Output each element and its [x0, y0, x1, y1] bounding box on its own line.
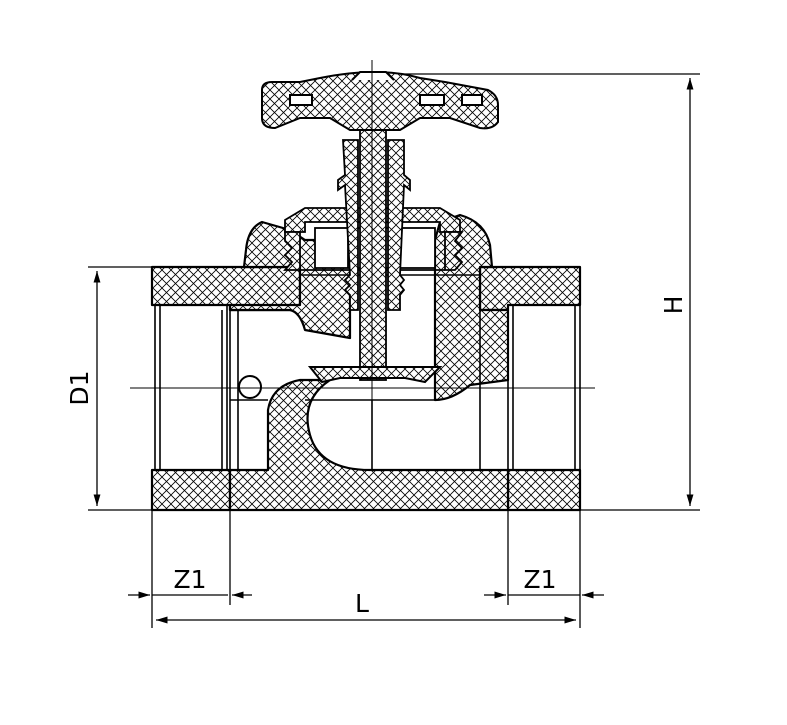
left-socket-bottom-wall [150, 468, 232, 512]
z1-right-label: Z1 [523, 565, 556, 594]
right-socket-bottom-wall [506, 468, 582, 512]
body-weir-bottom [228, 378, 510, 512]
dimension-lines [88, 73, 700, 628]
diameter-label: D1 [65, 370, 94, 405]
z1-left-label: Z1 [173, 565, 206, 594]
stem-nut-right [387, 139, 411, 311]
center-lines [130, 60, 595, 400]
right-thread [444, 231, 464, 271]
height-label: H [659, 296, 688, 315]
length-label: L [355, 589, 369, 618]
handwheel-body [261, 70, 499, 131]
handwheel [261, 70, 499, 131]
diaphragm [307, 366, 443, 384]
right-socket-top-wall [478, 265, 582, 312]
stem-nut [337, 139, 359, 311]
left-thread [283, 231, 301, 271]
left-socket-top-wall [150, 265, 302, 312]
ball-detail [238, 375, 262, 399]
